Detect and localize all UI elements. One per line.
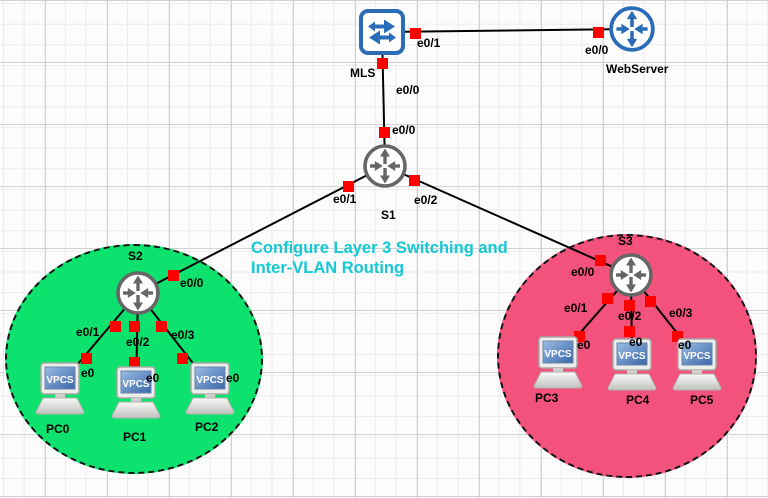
port-marker <box>624 300 635 311</box>
node-label-pc1[interactable]: PC1 <box>123 430 147 444</box>
port-marker <box>602 293 613 304</box>
port-label-s3-e0-2[interactable]: e0/2 <box>618 309 642 323</box>
port-marker <box>343 181 354 192</box>
port-label-mls-e0-0[interactable]: e0/0 <box>396 83 420 97</box>
port-label-pc5-e0[interactable]: e0 <box>678 338 692 352</box>
port-marker <box>377 58 388 69</box>
port-label-s2-e0-0[interactable]: e0/0 <box>180 276 204 290</box>
node-label-s2[interactable]: S2 <box>128 249 143 263</box>
port-label-s2-e0-3[interactable]: e0/3 <box>171 328 195 342</box>
annotation-line-1: Configure Layer 3 Switching and <box>251 239 508 257</box>
vpcs-screen-text: VPCS <box>683 351 711 362</box>
port-marker <box>168 270 179 281</box>
pc3-vpcs-icon[interactable]: VPCS <box>532 336 584 392</box>
port-marker <box>129 357 140 368</box>
annotation-text[interactable]: Configure Layer 3 Switching and Inter-VL… <box>251 238 508 278</box>
port-marker <box>129 321 140 332</box>
port-label-webserver-e0-0[interactable]: e0/0 <box>585 43 609 57</box>
port-marker <box>645 296 656 307</box>
s2-switch-icon[interactable] <box>114 269 162 317</box>
pc1-vpcs-icon[interactable]: VPCS <box>110 366 162 422</box>
port-marker <box>672 331 683 342</box>
port-label-pc3-e0[interactable]: e0 <box>577 338 591 352</box>
port-marker <box>593 27 604 38</box>
port-label-pc2-e0[interactable]: e0 <box>226 371 240 385</box>
webserver-router-icon[interactable] <box>607 4 657 54</box>
port-label-pc4-e0[interactable]: e0 <box>629 335 643 349</box>
vpcs-screen-text: VPCS <box>196 375 224 386</box>
port-marker <box>379 127 390 138</box>
port-marker <box>595 255 606 266</box>
vpcs-screen-text: VPCS <box>46 375 74 386</box>
port-marker <box>410 28 421 39</box>
mls-switch-icon[interactable] <box>358 8 406 56</box>
s1-switch-icon[interactable] <box>361 142 409 190</box>
vpcs-screen-text: VPCS <box>618 351 646 362</box>
node-label-pc4[interactable]: PC4 <box>626 393 650 407</box>
port-label-s1-e0-2[interactable]: e0/2 <box>414 193 438 207</box>
pc2-vpcs-icon[interactable]: VPCS <box>184 362 236 418</box>
link-mls-webserver[interactable] <box>381 28 633 33</box>
node-label-pc5[interactable]: PC5 <box>690 393 714 407</box>
port-label-pc1-e0[interactable]: e0 <box>146 371 160 385</box>
port-label-s2-e0-2[interactable]: e0/2 <box>126 335 150 349</box>
s3-switch-icon[interactable] <box>607 251 655 299</box>
port-marker <box>81 353 92 364</box>
port-marker <box>177 353 188 364</box>
port-label-s1-e0-0[interactable]: e0/0 <box>392 123 416 137</box>
node-label-s3[interactable]: S3 <box>618 234 633 248</box>
port-label-s3-e0-3[interactable]: e0/3 <box>669 306 693 320</box>
port-marker <box>409 175 420 186</box>
node-label-pc0[interactable]: PC0 <box>46 422 70 436</box>
port-marker <box>574 331 585 342</box>
port-label-s3-e0-0[interactable]: e0/0 <box>571 265 595 279</box>
port-label-s1-e0-1[interactable]: e0/1 <box>333 192 357 206</box>
port-label-mls-e0-1[interactable]: e0/1 <box>417 36 441 50</box>
vpcs-screen-text: VPCS <box>122 379 150 390</box>
port-label-s3-e0-1[interactable]: e0/1 <box>564 301 588 315</box>
port-marker <box>624 326 635 337</box>
vpcs-screen-text: VPCS <box>544 349 572 360</box>
pc5-vpcs-icon[interactable]: VPCS <box>671 338 723 394</box>
port-marker <box>110 321 121 332</box>
annotation-line-2: Inter-VLAN Routing <box>251 259 405 277</box>
node-label-mls[interactable]: MLS <box>350 66 376 80</box>
port-label-pc0-e0[interactable]: e0 <box>81 366 95 380</box>
port-marker <box>156 321 167 332</box>
node-label-webserver[interactable]: WebServer <box>606 62 669 76</box>
node-label-s1[interactable]: S1 <box>381 208 396 222</box>
node-label-pc2[interactable]: PC2 <box>195 420 219 434</box>
pc4-vpcs-icon[interactable]: VPCS <box>606 338 658 394</box>
pc0-vpcs-icon[interactable]: VPCS <box>34 362 86 418</box>
link-s1-s3[interactable] <box>384 165 632 276</box>
node-label-pc3[interactable]: PC3 <box>535 391 559 405</box>
port-label-s2-e0-1[interactable]: e0/1 <box>76 325 100 339</box>
